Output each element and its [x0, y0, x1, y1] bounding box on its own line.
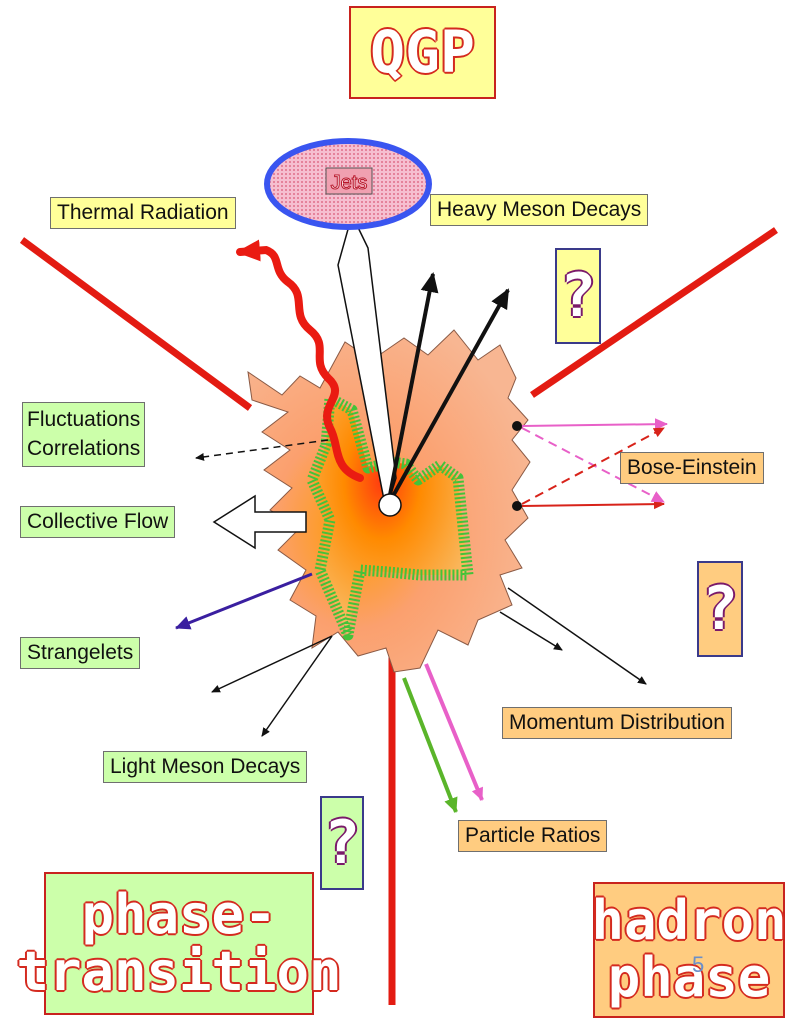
question-mark-transition: ?: [320, 796, 364, 890]
light-meson-arrow-1: [212, 636, 332, 692]
jets-label: Jets: [331, 172, 368, 194]
thermal-radiation-label: Thermal Radiation: [50, 197, 236, 229]
fluctuations-correlations-label: Fluctuations Correlations: [22, 402, 145, 467]
hadron-phase-line-2: phase: [608, 950, 771, 1007]
momentum-arrow-2: [508, 588, 646, 684]
particle-ratios-label: Particle Ratios: [458, 820, 607, 852]
strangelets-label: Strangelets: [20, 637, 140, 669]
particle-ratios-arrow-pink: [426, 664, 482, 800]
qgp-title: QGP: [370, 22, 475, 83]
be-arrow-bottom-red: [522, 504, 664, 506]
emitter-dot-bottom: [512, 501, 522, 511]
light-meson-arrow-2: [262, 636, 332, 736]
question-mark-hadron-text: ?: [702, 574, 738, 644]
momentum-arrow-1: [500, 612, 562, 650]
heavy-meson-decays-label: Heavy Meson Decays: [430, 194, 648, 226]
particle-ratios-arrow-green: [404, 678, 456, 812]
hadron-phase-box: hadron phase: [593, 882, 785, 1018]
collision-center: [379, 494, 401, 516]
collective-flow-label: Collective Flow: [20, 506, 175, 538]
question-mark-transition-text: ?: [324, 808, 360, 878]
hadron-phase-line-1: hadron: [591, 893, 786, 950]
correlations-text: Correlations: [27, 434, 140, 463]
light-meson-decays-label: Light Meson Decays: [103, 751, 307, 783]
question-mark-qgp-text: ?: [560, 261, 596, 331]
boundary-line-left: [22, 240, 250, 408]
fluctuations-text: Fluctuations: [27, 405, 140, 434]
slide-number: 5: [692, 952, 704, 978]
be-arrow-top-pink: [522, 424, 667, 426]
phase-transition-line-2: transition: [16, 944, 341, 1001]
emitter-dot-top: [512, 421, 522, 431]
momentum-distribution-label: Momentum Distribution: [502, 707, 732, 739]
bose-einstein-label: Bose-Einstein: [620, 452, 764, 484]
question-mark-qgp: ?: [555, 248, 601, 344]
question-mark-hadron: ?: [697, 561, 743, 657]
phase-transition-box: phase- transition: [44, 872, 314, 1015]
qgp-title-box: QGP: [349, 6, 496, 99]
phase-transition-line-1: phase-: [81, 887, 276, 944]
